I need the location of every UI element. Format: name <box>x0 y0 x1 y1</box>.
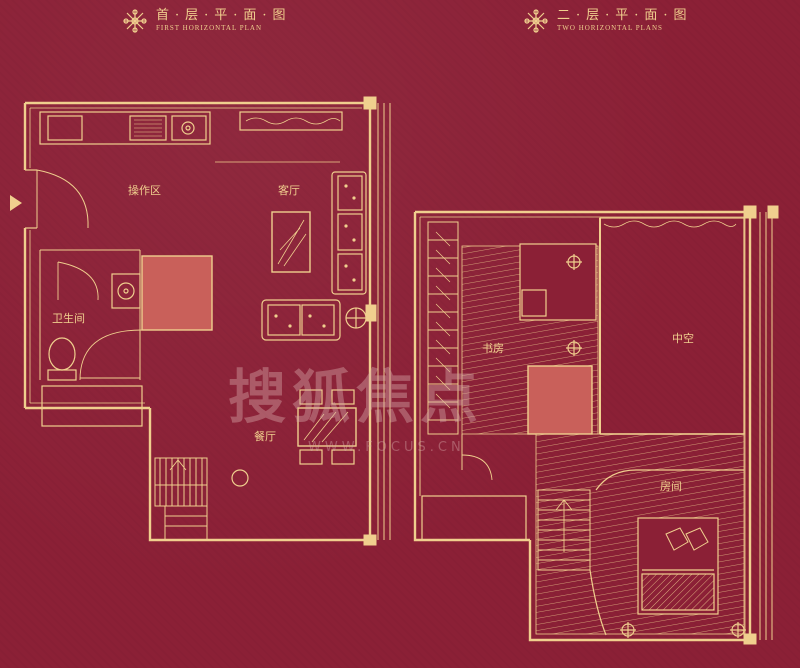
plant-pot <box>231 469 249 487</box>
study-desk <box>519 243 597 321</box>
washbasin <box>111 273 141 309</box>
bed <box>637 517 719 615</box>
dining-table <box>297 407 357 447</box>
kitchen-counter <box>39 111 211 145</box>
void-area <box>599 217 745 435</box>
second-floor-header: 二·层·平·面·图 TWO HORIZONTAL PLANS <box>523 8 693 34</box>
first-floor-outer-wall <box>23 101 372 542</box>
coffee-table <box>271 211 311 273</box>
stove <box>171 115 207 141</box>
first-floor-subtitle: FIRST HORIZONTAL PLAN <box>156 24 262 32</box>
window-right <box>363 96 391 546</box>
flower-ornament-icon <box>123 9 147 33</box>
armchair <box>261 299 341 341</box>
second-floor-plan <box>413 205 779 645</box>
structural-core <box>141 255 213 331</box>
first-floor-title: 首·层·平·面·图 <box>156 8 292 23</box>
first-floor-plan <box>10 96 391 546</box>
tv-cabinet <box>239 111 343 131</box>
window-right-2 <box>743 205 779 645</box>
structural-core-2 <box>527 365 593 435</box>
staircase-2 <box>537 489 591 571</box>
room-label-void: 中空 <box>672 332 694 345</box>
watermark-url: WWW.FOCUS.CN <box>308 440 465 455</box>
entry-door <box>36 169 89 229</box>
entry-arrow-icon <box>10 195 22 211</box>
flower-ornament-icon <box>524 9 548 33</box>
staircase <box>154 457 208 541</box>
room-label-dining: 餐厅 <box>254 430 276 443</box>
watermark: 搜狐焦点 <box>228 363 485 431</box>
second-floor-subtitle: TWO HORIZONTAL PLANS <box>557 24 663 32</box>
room-label-bathroom: 卫生间 <box>52 312 85 325</box>
bookshelf <box>427 221 459 435</box>
room-label-bedroom: 房间 <box>660 480 682 493</box>
toilet-tank <box>47 369 77 381</box>
second-floor-title: 二·层·平·面·图 <box>557 8 693 23</box>
room-label-study: 书房 <box>482 342 504 355</box>
living-sofa <box>331 171 367 295</box>
room-label-living: 客厅 <box>278 184 300 197</box>
room-label-work-area: 操作区 <box>128 184 161 197</box>
first-floor-header: 首·层·平·面·图 FIRST HORIZONTAL PLAN <box>122 8 292 34</box>
sink <box>129 115 167 141</box>
toilet-bowl <box>48 337 76 371</box>
